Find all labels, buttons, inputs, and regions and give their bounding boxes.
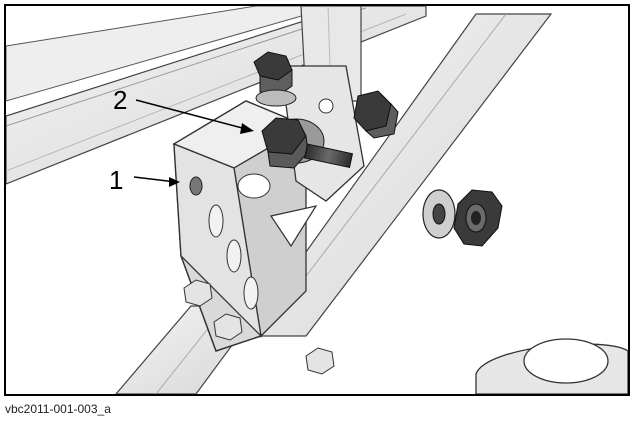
upper-bolt <box>253 51 297 107</box>
linkage-nut <box>353 90 399 139</box>
assembly-illustration: 1 2 <box>6 6 628 394</box>
callout-1: 1 <box>109 165 180 195</box>
clamp-bracket <box>475 338 628 394</box>
illustration-frame: 1 2 <box>4 4 630 396</box>
callout-2-label: 2 <box>113 85 127 115</box>
lower-bracket-bolts <box>183 279 335 375</box>
loose-nut <box>453 189 503 247</box>
loose-washer <box>422 189 456 239</box>
callout-1-label: 1 <box>109 165 123 195</box>
figure-caption: vbc2011-001-003_a <box>5 402 111 416</box>
right-frame-tube <box>244 13 553 337</box>
callout-2: 2 <box>113 85 254 134</box>
bracket-bolt <box>261 117 354 169</box>
